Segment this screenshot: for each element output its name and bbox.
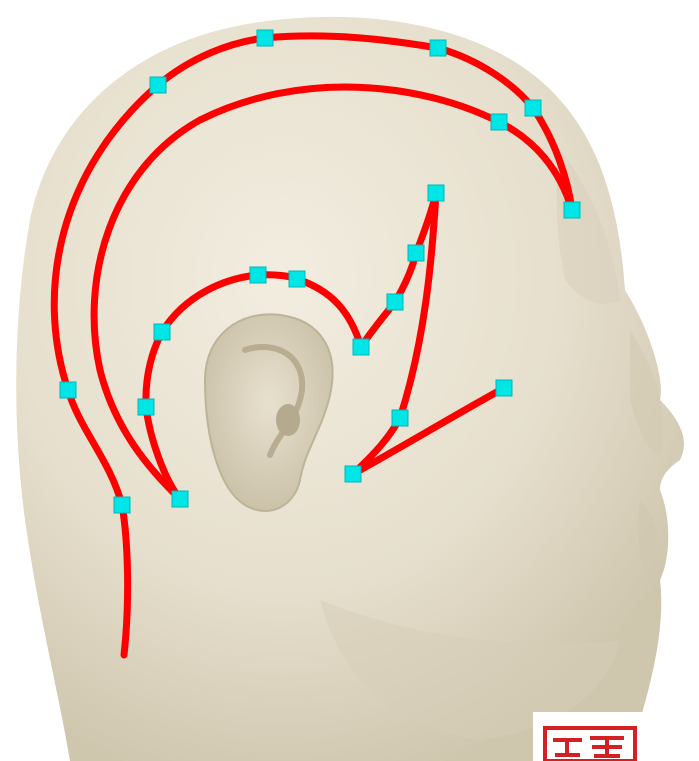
acupoint-marker[interactable] xyxy=(250,267,266,283)
stamp-logo-icon xyxy=(533,712,643,761)
acupoint-marker[interactable] xyxy=(154,324,170,340)
acupoint-marker[interactable] xyxy=(150,77,166,93)
acupoint-marker[interactable] xyxy=(430,40,446,56)
acupoint-marker[interactable] xyxy=(172,491,188,507)
acupoint-marker[interactable] xyxy=(387,294,403,310)
acupoint-marker[interactable] xyxy=(289,271,305,287)
acupoint-marker[interactable] xyxy=(496,380,512,396)
acupoint-marker[interactable] xyxy=(257,30,273,46)
acupoint-marker[interactable] xyxy=(408,245,424,261)
acupoint-marker[interactable] xyxy=(138,399,154,415)
acupoint-marker[interactable] xyxy=(392,410,408,426)
acupoint-marker[interactable] xyxy=(353,339,369,355)
acupoint-marker[interactable] xyxy=(114,497,130,513)
acupoint-marker[interactable] xyxy=(564,202,580,218)
acupoint-marker[interactable] xyxy=(60,382,76,398)
acupoint-marker[interactable] xyxy=(491,114,507,130)
acupoint-marker[interactable] xyxy=(525,100,541,116)
acupoint-marker[interactable] xyxy=(428,185,444,201)
acupoint-marker[interactable] xyxy=(345,466,361,482)
ear-canal xyxy=(276,404,300,436)
